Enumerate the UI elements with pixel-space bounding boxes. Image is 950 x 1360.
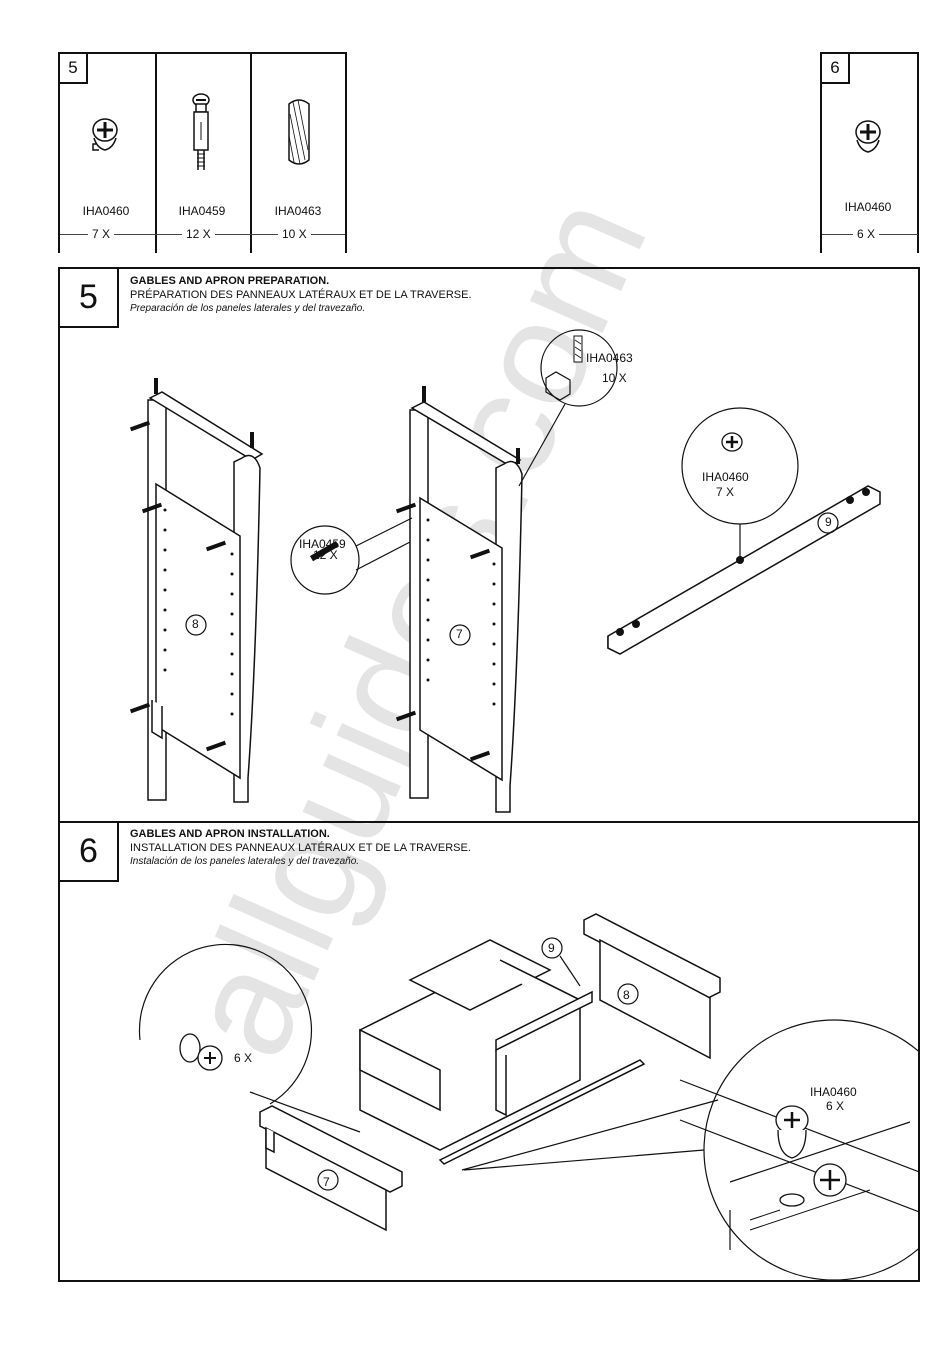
cam-lock-icon: [92, 118, 118, 151]
step6-illustration: [138, 913, 918, 1280]
parts-step-number: 6: [822, 54, 850, 84]
part-code-3: IHA0463: [274, 204, 322, 218]
gable-label-8: 8: [623, 988, 630, 1002]
part-qty-right: 6 X: [853, 227, 880, 241]
panel-label-8: 8: [192, 617, 199, 631]
gable-label-7: 7: [323, 1175, 330, 1189]
step-number: 5: [60, 269, 119, 328]
part-qty-2: 12 X: [182, 227, 215, 241]
part-qty-1: 7 X: [88, 227, 115, 241]
step6-title: GABLES AND APRON INSTALLATION. INSTALLAT…: [130, 827, 471, 869]
panel-label-7: 7: [456, 627, 463, 641]
title-es: Preparación de los paneles laterales y d…: [130, 303, 366, 314]
parts-box-step5: 5: [58, 52, 347, 253]
detail-left-qty: 6 X: [234, 1051, 253, 1065]
apron-label-9: 9: [548, 941, 555, 955]
title-fr: PRÉPARATION DES PANNEAUX LATÉRAUX ET DE …: [130, 289, 472, 301]
step6-panel: 6: [58, 821, 920, 1282]
apron-label-9: 9: [825, 515, 832, 529]
title-en: GABLES AND APRON INSTALLATION.: [130, 828, 330, 840]
parts-box-step6: 6: [820, 52, 919, 253]
parts-step-number: 5: [60, 54, 88, 84]
cam-bolt-icon: [192, 93, 210, 170]
cam-lock-icon: [855, 120, 881, 153]
step-number: 6: [60, 823, 119, 882]
part-code-2: IHA0459: [178, 204, 226, 218]
part-code-right: IHA0460: [844, 200, 892, 214]
callout-bolt-code: IHA0459: [299, 537, 346, 551]
callout-cam-qty: 7 X: [716, 485, 735, 499]
detail-right-code: IHA0460: [810, 1085, 857, 1099]
callout-cam-code: IHA0460: [702, 470, 749, 484]
step5-title: GABLES AND APRON PREPARATION. PRÉPARATIO…: [130, 274, 472, 316]
callout-bolt-qty: 12 X: [313, 548, 338, 562]
wood-dowel-icon: [288, 99, 310, 165]
title-es: Instalación de los paneles laterales y d…: [130, 856, 360, 867]
title-fr: INSTALLATION DES PANNEAUX LATÉRAUX ET DE…: [130, 842, 471, 854]
part-qty-3: 10 X: [278, 227, 311, 241]
part-code-1: IHA0460: [82, 204, 130, 218]
step5-illustration: [129, 329, 881, 813]
callout-dowel-qty: 10 X: [602, 371, 627, 385]
title-en: GABLES AND APRON PREPARATION.: [130, 275, 330, 287]
callout-dowel-code: IHA0463: [586, 351, 633, 365]
detail-right-qty: 6 X: [826, 1099, 845, 1113]
